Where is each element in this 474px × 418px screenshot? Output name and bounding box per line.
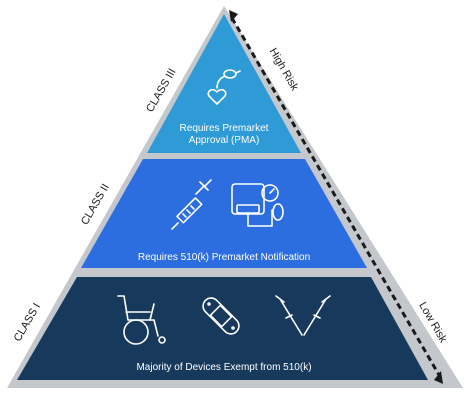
class-iii-description-line-2: Approval (PMA) xyxy=(189,135,260,146)
heart-pump-icon xyxy=(207,69,241,105)
class-ii-description: Requires 510(k) Premarket Notification xyxy=(138,252,310,263)
tier-class-iii xyxy=(147,14,301,153)
risk-axis-line xyxy=(230,17,441,376)
syringe-icon xyxy=(171,179,212,230)
blood-pressure-monitor-icon xyxy=(231,183,284,227)
risk-axis-arrow-down xyxy=(434,371,443,384)
bandage-icon xyxy=(202,297,240,335)
wheelchair-icon xyxy=(117,295,166,345)
crutches-icon xyxy=(275,295,331,336)
class-i-description: Majority of Devices Exempt from 510(k) xyxy=(136,362,311,373)
risk-axis-arrow-up xyxy=(229,10,238,22)
class-iii-description-line-1: Requires Premarket xyxy=(180,123,269,134)
tier-class-ii xyxy=(81,159,367,268)
